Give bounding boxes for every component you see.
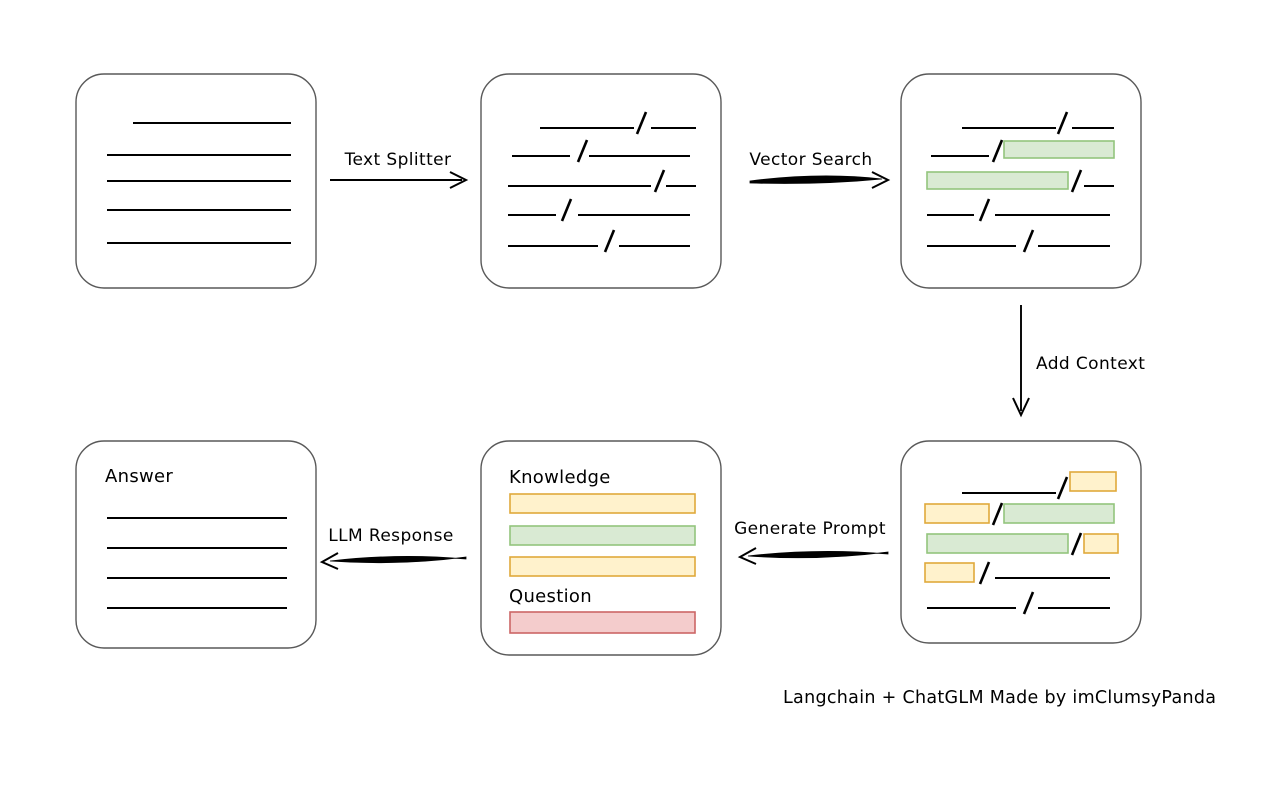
arrow-add-context: Add Context	[1012, 305, 1145, 418]
node-prompt[interactable]: Knowledge Question	[480, 440, 722, 656]
arrow-label-vector-search: Vector Search	[749, 150, 872, 170]
arrow-generate-prompt: Generate Prompt	[734, 519, 889, 565]
node-split-chunks[interactable]	[480, 73, 722, 289]
answer-lines	[107, 516, 287, 610]
arrow-label-generate-prompt: Generate Prompt	[734, 519, 886, 539]
highlight-yellow-chunk	[1083, 533, 1119, 554]
node-vector-matched-chunks[interactable]	[900, 73, 1142, 289]
answer-heading: Answer	[105, 466, 173, 487]
source-document-lines	[107, 121, 291, 245]
split-chunks-box[interactable]	[480, 73, 722, 289]
prompt-knowledge-bar-yellow-1	[509, 493, 696, 514]
node-source-document[interactable]	[75, 73, 317, 289]
highlight-yellow-chunk	[1069, 471, 1117, 492]
arrow-llm-response: LLM Response	[319, 526, 467, 570]
node-context-added-chunks[interactable]	[900, 440, 1142, 644]
arrow-vector-search: Vector Search	[749, 150, 891, 189]
highlight-green-chunk	[926, 171, 1069, 190]
arrow-label-add-context: Add Context	[1036, 354, 1145, 374]
answer-box[interactable]	[75, 440, 317, 649]
prompt-knowledge-heading: Knowledge	[509, 467, 611, 488]
highlight-yellow-chunk	[924, 562, 975, 583]
highlight-green-chunk	[1003, 140, 1115, 159]
prompt-question-heading: Question	[509, 586, 592, 607]
highlight-yellow-chunk	[924, 503, 990, 524]
prompt-knowledge-bar-yellow-2	[509, 556, 696, 577]
prompt-knowledge-bar-green	[509, 525, 696, 546]
context-added-chunks-lines	[924, 471, 1119, 615]
arrow-label-text-splitter: Text Splitter	[344, 150, 452, 170]
arrow-text-splitter: Text Splitter	[330, 150, 469, 189]
highlight-green-chunk	[926, 533, 1069, 554]
arrow-label-llm-response: LLM Response	[328, 526, 453, 546]
highlight-green-chunk	[1003, 503, 1115, 524]
vector-matched-chunks-lines	[926, 111, 1115, 253]
prompt-question-bar	[509, 611, 696, 634]
node-answer[interactable]: Answer	[75, 440, 317, 649]
diagram-caption: Langchain + ChatGLM Made by imClumsyPand…	[783, 688, 1216, 708]
split-chunks-lines	[508, 111, 696, 253]
